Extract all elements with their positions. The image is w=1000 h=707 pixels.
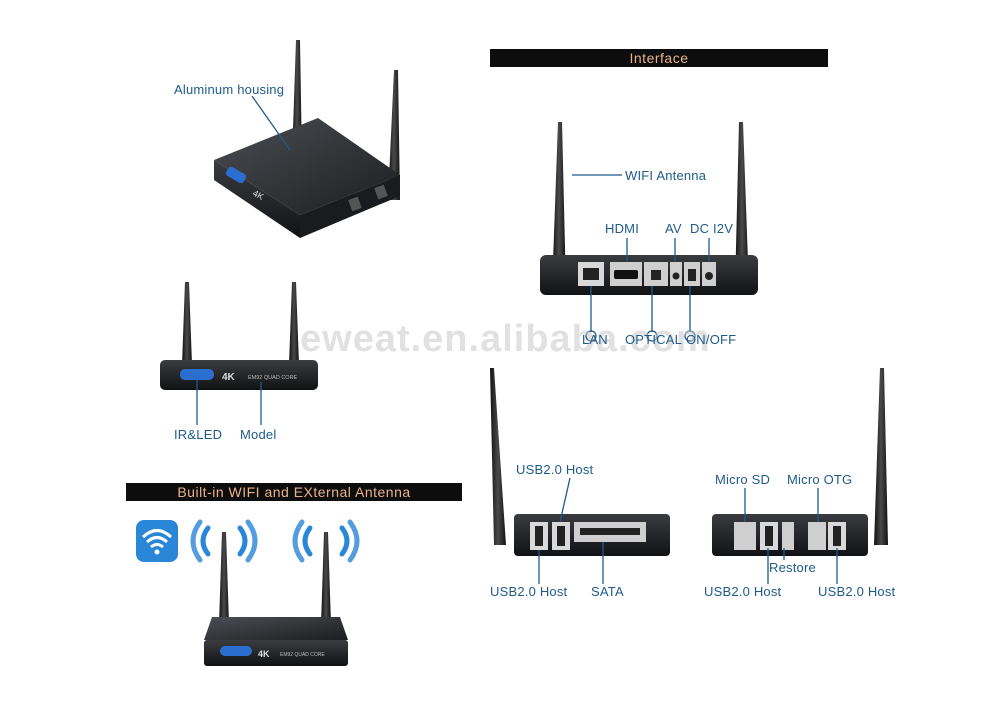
usb-host-top-label: USB2.0 Host xyxy=(516,462,594,477)
on-off-label: ON/OFF xyxy=(686,332,737,347)
antenna-right xyxy=(388,70,400,200)
device-wifi: 4K EM92 QUAD CORE xyxy=(204,532,348,666)
device-side-left xyxy=(490,368,670,556)
restore-label: Restore xyxy=(769,560,816,575)
signal-waves-icon xyxy=(190,519,360,563)
device-perspective: 4K xyxy=(214,40,400,238)
usb-host-left-label: USB2.0 Host xyxy=(490,584,568,599)
aluminum-housing-label: Aluminum housing xyxy=(174,82,285,97)
svg-text:4K: 4K xyxy=(222,372,236,383)
wifi-icon xyxy=(136,520,178,562)
device-front: 4K EM92 QUAD CORE xyxy=(160,282,318,390)
svg-text:EM92 QUAD CORE: EM92 QUAD CORE xyxy=(248,375,298,381)
svg-text:4K: 4K xyxy=(251,188,265,202)
micro-otg-label: Micro OTG xyxy=(787,472,853,487)
ir-led-label: IR&LED xyxy=(174,427,223,442)
usb-host-right2-label: USB2.0 Host xyxy=(818,584,896,599)
optical-label: OPTICAL xyxy=(625,332,683,347)
lan-label: LAN xyxy=(582,332,608,347)
interface-header: Interface xyxy=(490,49,828,67)
svg-text:4K: 4K xyxy=(258,649,270,659)
svg-text:EM92 QUAD CORE: EM92 QUAD CORE xyxy=(280,652,325,658)
dc12v-label: DC I2V xyxy=(690,221,734,236)
watermark: eweat.en.alibaba.com xyxy=(300,318,711,360)
builtin-wifi-header: Built-in WIFI and EXternal Antenna xyxy=(126,483,462,501)
sata-label: SATA xyxy=(591,584,624,599)
wifi-antenna-label: WIFI Antenna xyxy=(625,168,707,183)
hdmi-label: HDMI xyxy=(605,221,640,236)
device-rear xyxy=(540,122,758,295)
model-label: Model xyxy=(240,427,277,442)
device-side-right xyxy=(712,368,888,556)
micro-sd-label: Micro SD xyxy=(715,472,771,487)
usb-host-right1-label: USB2.0 Host xyxy=(704,584,782,599)
av-label: AV xyxy=(665,221,682,236)
